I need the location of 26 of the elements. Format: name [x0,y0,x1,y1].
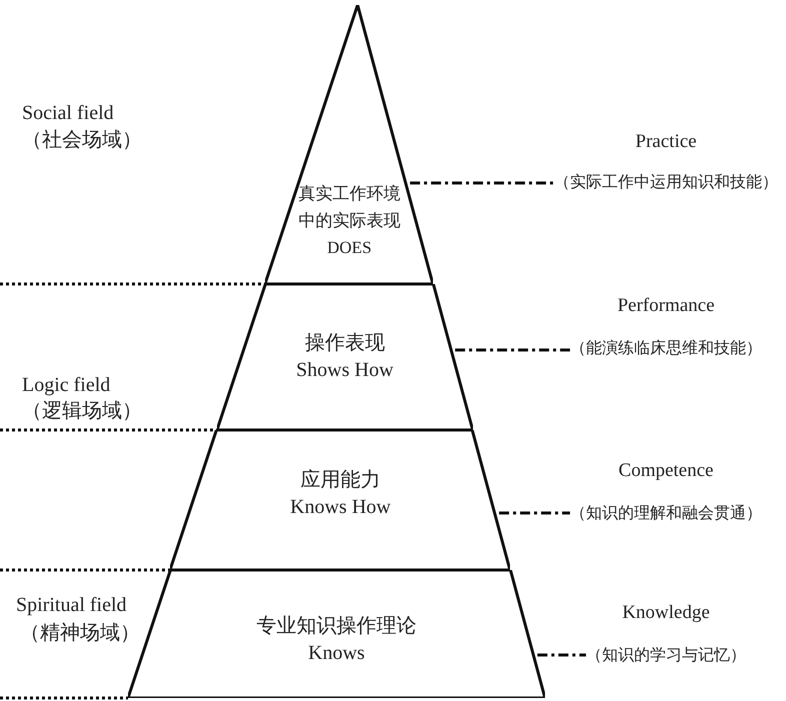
level-description: （知识的学习与记忆） [586,646,746,666]
level-heading: Knowledge [622,601,710,625]
dash-dot-connector [455,348,570,352]
dash-dot-connector [499,512,570,514]
level-description: （能演练临床思维和技能） [570,338,762,359]
level-heading: Competence [618,459,714,483]
tier-label: Shows How [296,358,394,383]
field-name-chinese: （逻辑场域） [22,399,142,424]
tier-label: Knows [308,641,365,666]
field-name: Social field [22,101,114,126]
field-name-chinese: （精神场域） [20,621,140,646]
level-heading: Practice [635,130,697,154]
level-description: （知识的理解和融会贯通） [570,504,762,524]
dash-dot-connector [410,182,556,184]
tier-label: Knows How [290,495,391,520]
level-heading: Performance [617,294,715,318]
level-description: （实际工作中运用知识和技能） [554,172,778,193]
dash-dot-connector [537,654,586,656]
tier-label: 专业知识操作理论 [256,614,416,639]
tier-label: 操作表现 [304,331,385,356]
tier-label: 应用能力 [300,468,380,493]
field-name: Spiritual field [16,593,127,618]
field-name: Logic field [22,373,110,398]
field-name-chinese: （社会场域） [22,128,142,153]
tier-label: 真实工作环境中的实际表现 [297,183,402,232]
tier-label: DOES [327,237,372,259]
